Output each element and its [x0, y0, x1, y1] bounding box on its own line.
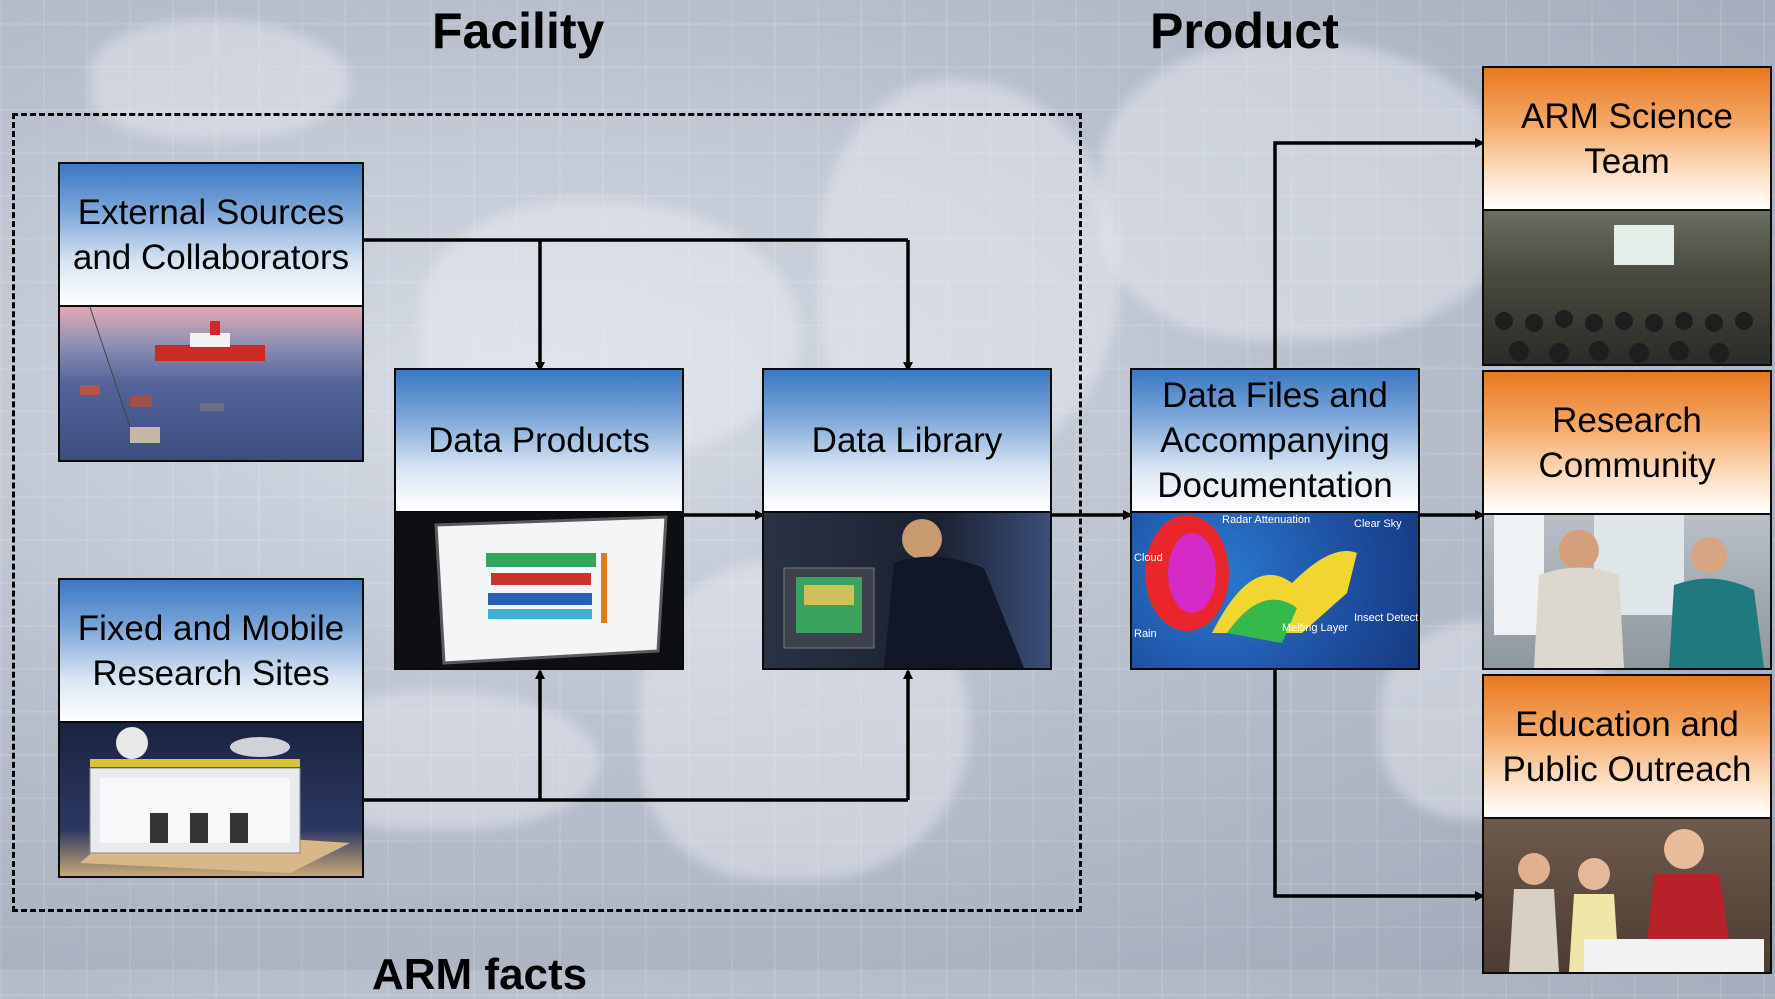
technician-photo [764, 513, 1050, 668]
connector-arrows [364, 138, 1485, 901]
radar-profile-image: Radar Attenuation Clear Sky Cloud Rain M… [1132, 513, 1418, 668]
research-community-label: Research Community [1484, 372, 1770, 515]
arm-science-team-node: ARM Science Team [1482, 66, 1772, 366]
melting-layer-label: Melting Layer [1282, 622, 1348, 634]
facility-boundary [12, 113, 1082, 912]
education-outreach-label: Education and Public Outreach [1484, 676, 1770, 819]
research-community-node: Research Community [1482, 370, 1772, 670]
cloud-label: Cloud [1134, 552, 1163, 564]
clear-sky-label: Clear Sky [1354, 518, 1402, 530]
radar-attenuation-label: Radar Attenuation [1222, 514, 1310, 526]
map-landmass [90, 20, 350, 140]
data-files-label: Data Files and Accompanying Documentatio… [1132, 370, 1418, 513]
map-landmass [1100, 40, 1520, 340]
arm-science-team-label: ARM Science Team [1484, 68, 1770, 211]
external-sources-label: External Sources and Collaborators [60, 164, 362, 307]
monitor-plot-photo [396, 513, 682, 668]
rain-label: Rain [1134, 628, 1157, 640]
conference-photo [1484, 211, 1770, 364]
data-products-label: Data Products [396, 370, 682, 513]
data-products-node: Data Products [394, 368, 684, 670]
data-files-node: Data Files and Accompanying Documentatio… [1130, 368, 1420, 670]
research-site-cutaway-photo [60, 723, 362, 876]
arctic-ship-photo [60, 307, 362, 460]
facility-heading: Facility [432, 3, 605, 59]
education-outreach-node: Education and Public Outreach [1482, 674, 1772, 974]
fixed-mobile-sites-label: Fixed and Mobile Research Sites [60, 580, 362, 723]
external-sources-node: External Sources and Collaborators [58, 162, 364, 462]
fixed-mobile-sites-node: Fixed and Mobile Research Sites [58, 578, 364, 878]
data-library-label: Data Library [764, 370, 1050, 513]
product-heading: Product [1150, 3, 1339, 59]
data-library-node: Data Library [762, 368, 1052, 670]
outreach-event-photo [1484, 819, 1770, 972]
insect-detection-label: Insect Detection [1354, 612, 1418, 624]
poster-session-photo [1484, 515, 1770, 668]
cut-off-caption: ARM facts [372, 950, 588, 999]
